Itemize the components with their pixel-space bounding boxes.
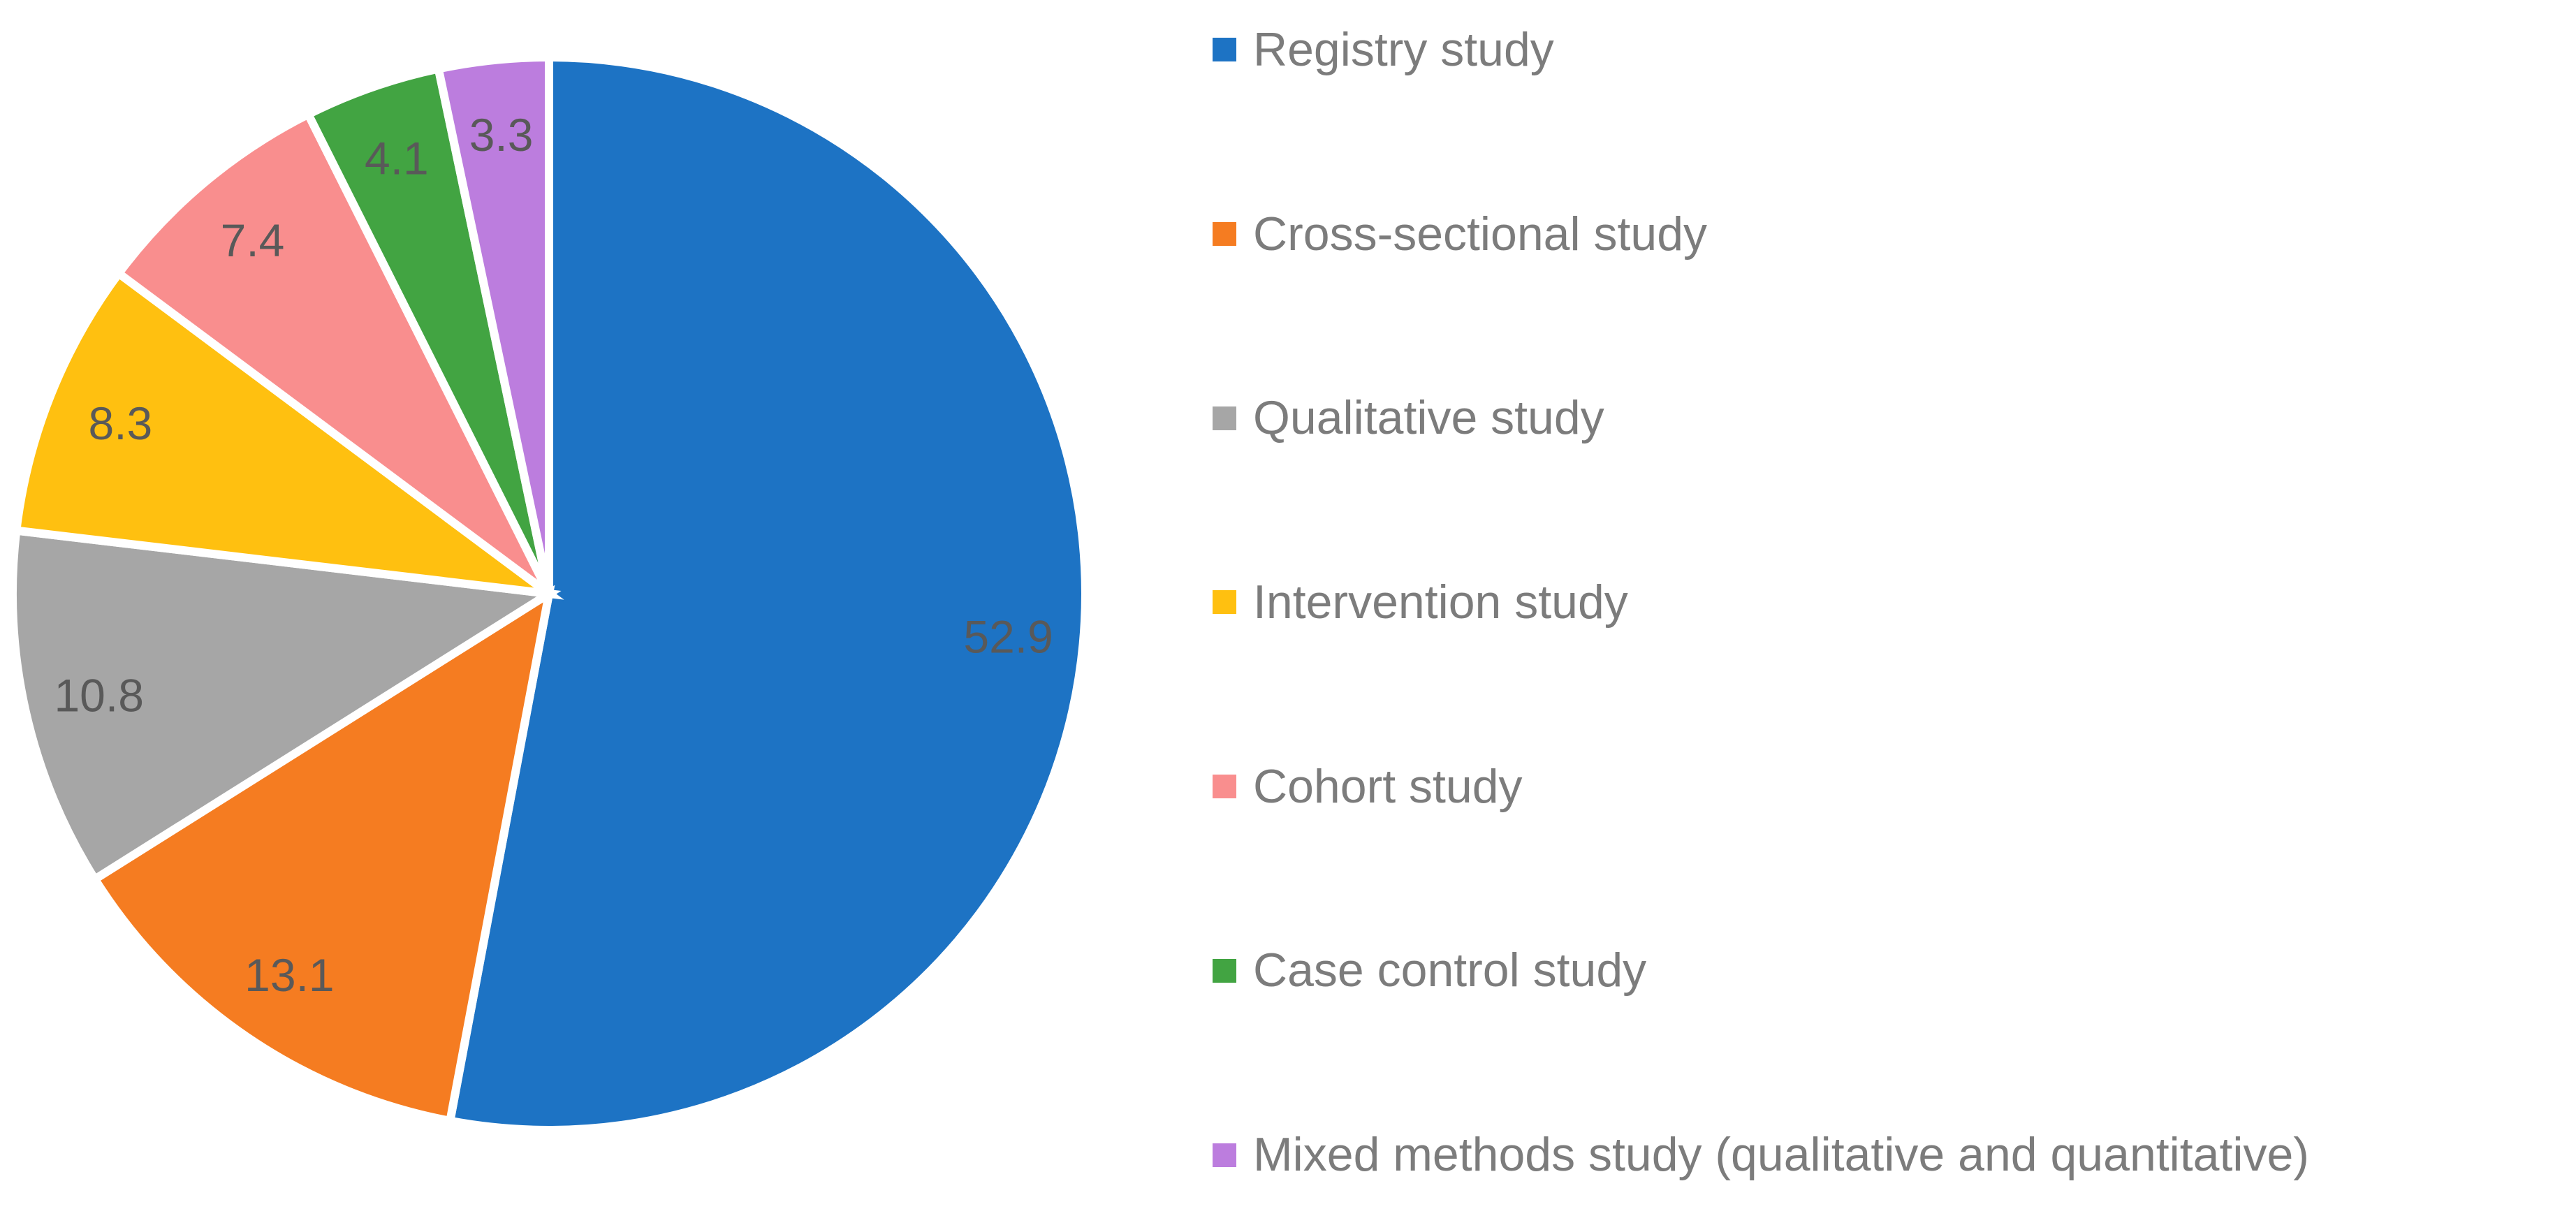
legend-item-label: Registry study	[1253, 23, 1554, 76]
pie-chart-area: 52.9 13.1 10.8 8.3 7.4 4.1 3.3	[0, 0, 1187, 1209]
legend-item-label: Case control study	[1253, 944, 1647, 997]
legend-item: Cohort study	[1213, 759, 1523, 813]
legend-item-label: Cohort study	[1253, 759, 1523, 813]
legend-marker-icon	[1213, 590, 1236, 615]
pie-slice-value-label: 52.9	[963, 610, 1053, 662]
legend-item: Case control study	[1213, 944, 1646, 997]
pie-slice	[433, 52, 553, 595]
pie-slice	[89, 585, 555, 1126]
pie-slice-value-label: 3.3	[469, 109, 534, 161]
legend-marker-icon	[1213, 406, 1236, 430]
pie-slice	[8, 525, 562, 886]
legend-item: Cross-sectional study	[1213, 207, 1708, 261]
legend-item-label: Cross-sectional study	[1253, 207, 1708, 261]
legend-item-label: Mixed methods study (qualitative and qua…	[1253, 1128, 2309, 1182]
pie-slice-value-label: 4.1	[365, 133, 429, 184]
pie-slice-value-label: 13.1	[244, 949, 334, 1001]
legend-marker-icon	[1213, 775, 1236, 799]
legend-marker-icon	[1213, 38, 1236, 62]
legend-marker-icon	[1213, 958, 1236, 983]
legend-marker-icon	[1213, 222, 1236, 247]
pie-slice-value-label: 10.8	[54, 669, 143, 721]
legend-item: Mixed methods study (qualitative and qua…	[1213, 1129, 2309, 1181]
legend-item-label: Intervention study	[1253, 576, 1628, 629]
legend-item: Intervention study	[1213, 576, 1628, 629]
pie-slice	[11, 267, 564, 600]
legend-marker-icon	[1213, 1143, 1236, 1167]
pie-chart: 52.9 13.1 10.8 8.3 7.4 4.1 3.3	[8, 52, 1090, 1134]
pie-slice-value-label: 7.4	[221, 214, 285, 266]
pie-slice	[112, 108, 553, 597]
legend-item: Qualitative study	[1213, 392, 1604, 444]
legend-item-label: Qualitative study	[1253, 391, 1604, 445]
legend-item: Registry study	[1213, 24, 1554, 76]
pie-slice-value-label: 8.3	[89, 397, 153, 449]
pie-slice	[445, 52, 1090, 1134]
